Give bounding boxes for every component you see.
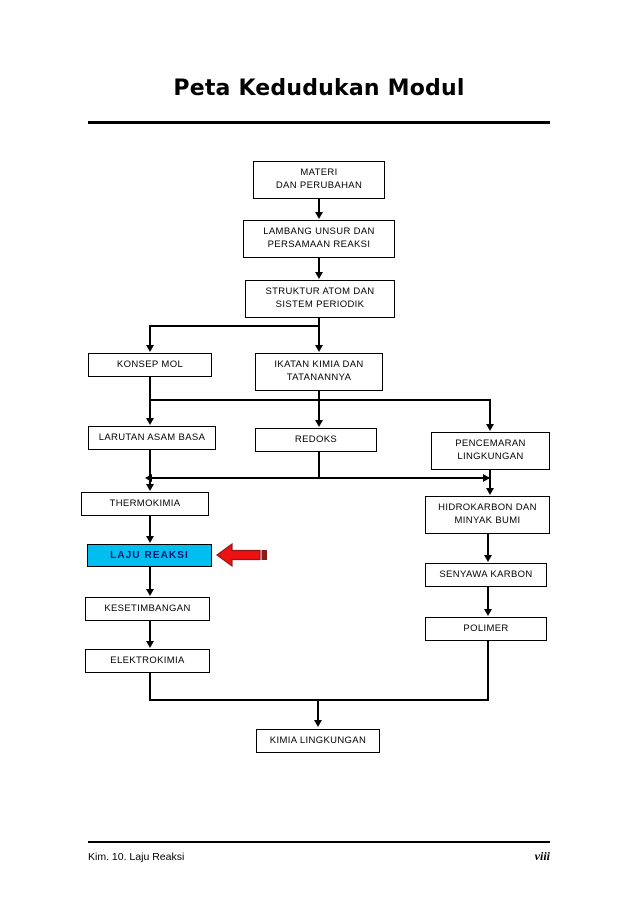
- edge-lambang-struktur: [318, 258, 320, 272]
- flow-node-thermokimia[interactable]: THERMOKIMIA: [81, 492, 209, 516]
- flow-node-redoks[interactable]: REDOKS: [255, 428, 377, 452]
- edge-arrowhead: [314, 345, 323, 352]
- edge-arrowhead: [314, 212, 323, 219]
- flow-node-konsep-mol[interactable]: KONSEP MOL: [88, 353, 212, 377]
- edge-kesetimbangan-elektrokimia: [149, 621, 151, 643]
- current-module-pointer-arrow-icon: [216, 542, 267, 568]
- flow-node-laju-reaksi[interactable]: LAJU REAKSI: [87, 544, 212, 567]
- flow-node-label: THERMOKIMIA: [109, 497, 181, 509]
- flow-node-label: POLIMER: [463, 622, 509, 634]
- edge-arrowhead: [314, 420, 323, 427]
- flow-node-larutan[interactable]: LARUTAN ASAM BASA: [88, 426, 216, 450]
- flow-node-kesetimbangan[interactable]: KESETIMBANGAN: [85, 597, 210, 621]
- edge-struktur-stem: [318, 318, 320, 327]
- edge-ikatan-stem: [318, 391, 320, 400]
- edge-thermokimia-laju: [149, 516, 151, 537]
- edge-split-bus-lower: [149, 399, 491, 401]
- edge-arrowhead: [483, 609, 492, 616]
- flow-node-elektrokimia[interactable]: ELEKTROKIMIA: [85, 649, 210, 673]
- edge-split-bus-upper: [149, 325, 320, 327]
- edge-bottom-merge-bus: [149, 699, 489, 701]
- edge-arrowhead: [485, 424, 494, 431]
- edge-arrowhead: [313, 720, 322, 727]
- flow-node-kimia-lingkungan[interactable]: KIMIA LINGKUNGAN: [256, 729, 380, 753]
- edge-materi-lambang: [318, 199, 320, 213]
- flow-node-polimer[interactable]: POLIMER: [425, 617, 547, 641]
- edge-cross-link: [152, 477, 489, 479]
- flow-node-label: REDOKS: [294, 433, 338, 445]
- edge-arrowhead: [145, 484, 154, 491]
- flow-node-label: SENYAWA KARBON: [439, 568, 533, 580]
- flow-node-label: KONSEP MOL: [116, 358, 184, 370]
- flow-node-label: KESETIMBANGAN: [104, 602, 191, 614]
- edge-arrowhead-right: [483, 473, 490, 482]
- edge-merge-kimia-lingkungan: [317, 699, 319, 721]
- edge-larutan-thermokimia: [149, 450, 151, 484]
- flow-node-label: LARUTAN ASAM BASA: [98, 431, 206, 443]
- edge-arrowhead: [145, 589, 154, 596]
- edge-bus-pencemaran: [489, 399, 491, 425]
- edge-bus-redoks: [318, 399, 320, 421]
- edge-redoks-stem: [318, 452, 320, 478]
- edge-pencemaran-hidrokarbon: [489, 470, 491, 488]
- flow-node-senyawa-karbon[interactable]: SENYAWA KARBON: [425, 563, 547, 587]
- edge-arrowhead: [145, 536, 154, 543]
- edge-elektrokimia-down: [149, 673, 151, 700]
- flow-node-label: KIMIA LINGKUNGAN: [269, 734, 367, 746]
- title-divider: [88, 121, 550, 124]
- flow-node-label: ELEKTROKIMIA: [110, 654, 185, 666]
- page-title: Peta Kedudukan Modul: [173, 76, 465, 101]
- edge-senyawa-polimer: [487, 587, 489, 610]
- edge-arrowhead: [145, 418, 154, 425]
- edge-arrowhead: [314, 272, 323, 279]
- edge-arrowhead: [145, 641, 154, 648]
- edge-laju-kesetimbangan: [149, 567, 151, 590]
- edge-arrowhead: [485, 488, 494, 495]
- edge-arrowhead-left: [145, 473, 152, 482]
- edge-arrowhead: [145, 345, 154, 352]
- footer-module-label: Kim. 10. Laju Reaksi: [88, 851, 185, 863]
- edge-hidrokarbon-senyawa: [487, 534, 489, 556]
- footer-divider: [88, 841, 550, 843]
- edge-konsep-mol-down: [149, 377, 151, 419]
- edge-bus-ikatan: [318, 325, 320, 346]
- edge-bus-konsep-mol: [149, 325, 151, 346]
- footer-page-number: viii: [534, 849, 550, 863]
- edge-polimer-down: [487, 641, 489, 700]
- edge-arrowhead: [483, 555, 492, 562]
- flow-node-label: LAJU REAKSI: [110, 549, 189, 561]
